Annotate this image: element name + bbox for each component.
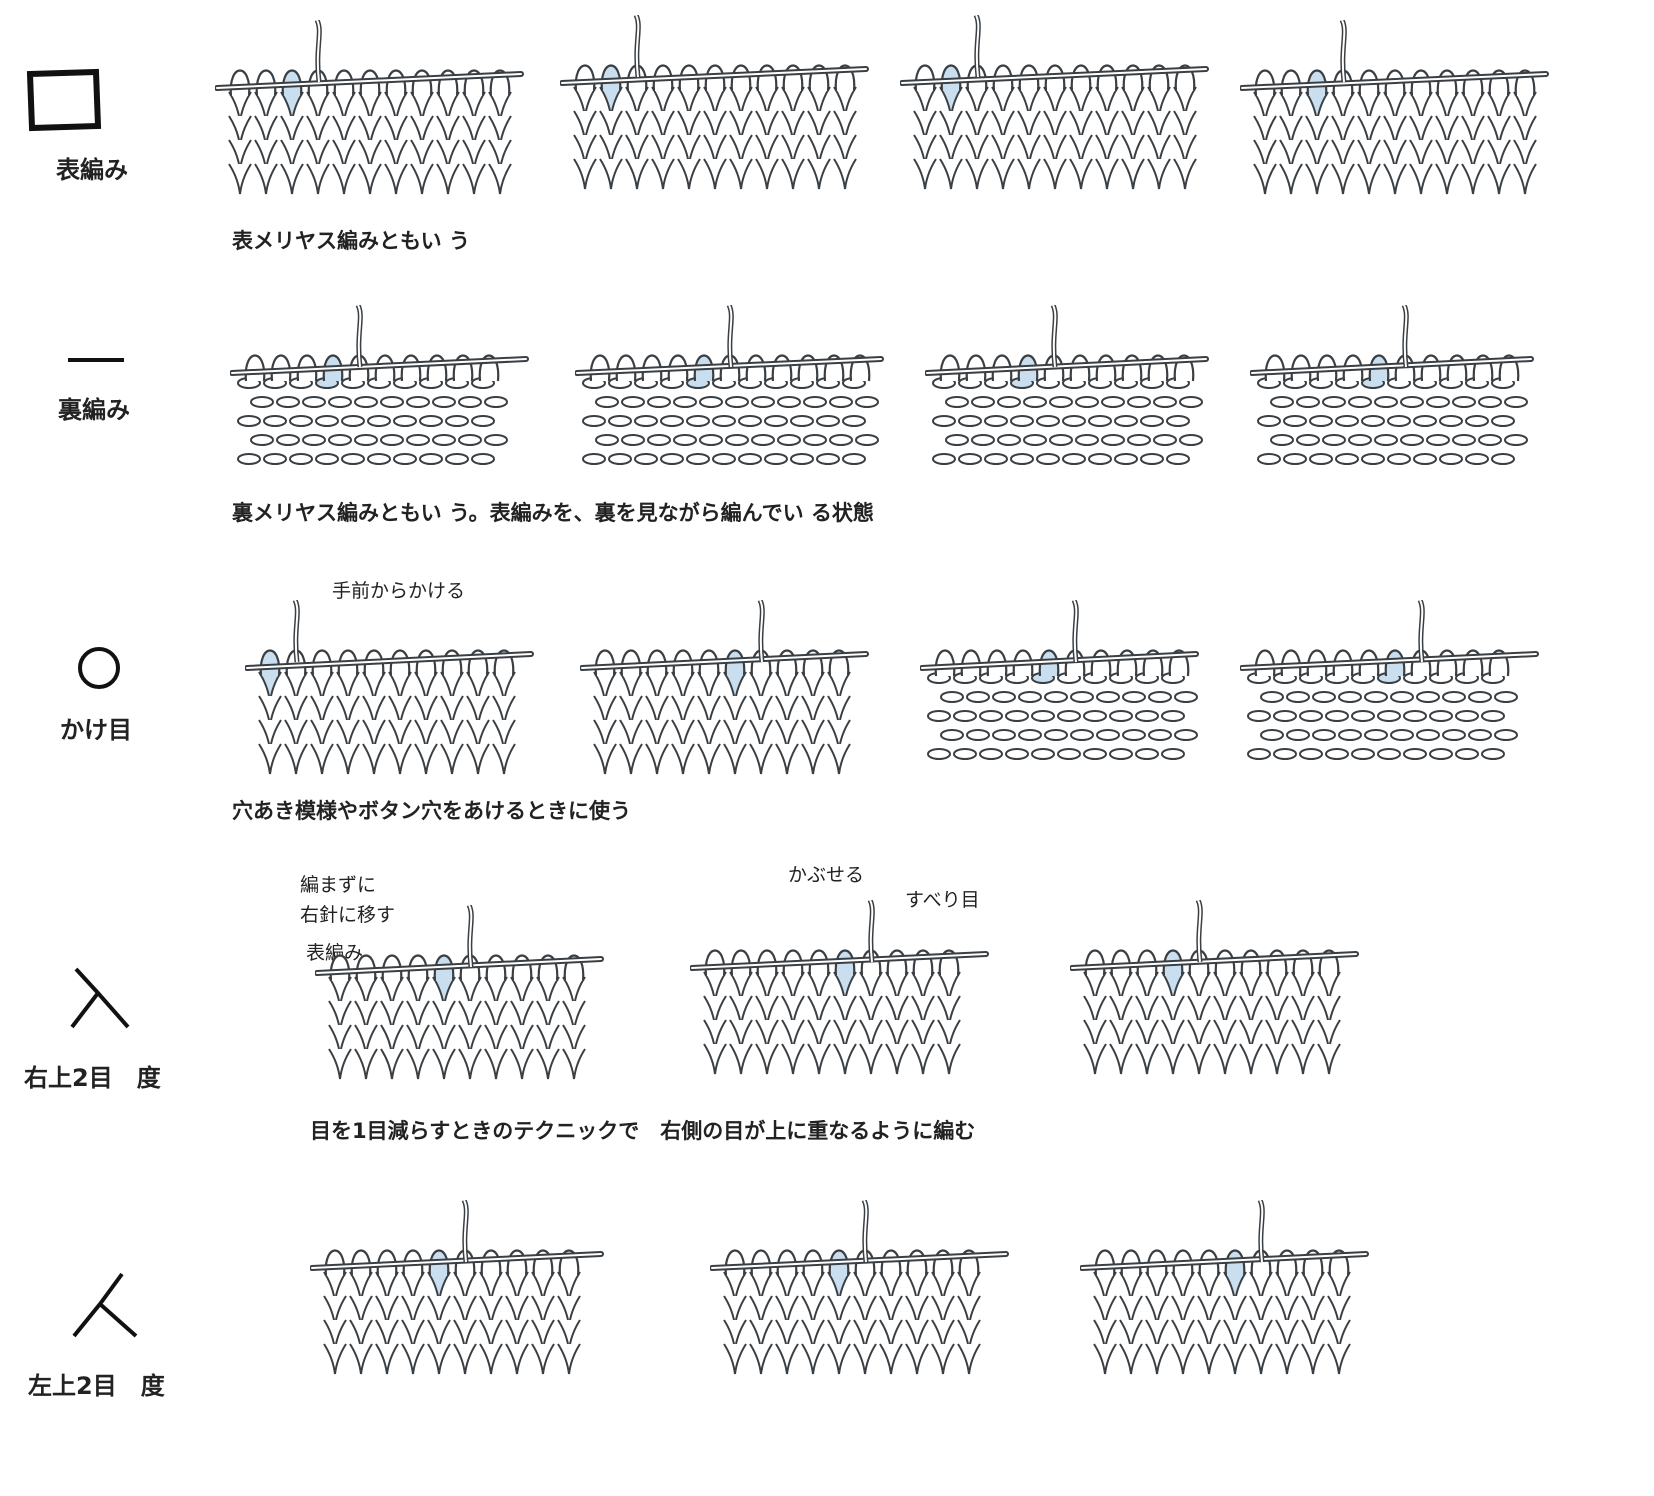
knit-stitch-square-icon	[26, 68, 102, 132]
swatch-illustration	[1250, 305, 1534, 465]
row-knit-stitch: 表編み 表メリヤス編みともい う	[0, 0, 1654, 260]
callout-label: 右針に移す	[300, 904, 396, 926]
swatch-illustration	[925, 305, 1209, 465]
diagram-panel	[1250, 305, 1535, 480]
row-left-over-decrease: 左上2目 度	[0, 1180, 1654, 1496]
swatch-illustration	[310, 1200, 604, 1375]
swatch-illustration	[1080, 1200, 1369, 1375]
symbol-name: かけ目	[60, 716, 132, 744]
diagram-panel	[1240, 600, 1540, 775]
callout-label: 表編み	[306, 942, 364, 964]
purl-stitch-dash-icon	[68, 355, 124, 365]
swatch-illustration	[580, 600, 869, 775]
callout-label: すべり目	[905, 889, 980, 911]
diagram-panel	[1240, 20, 1550, 195]
diagram-panel	[1070, 900, 1360, 1075]
yarn-over-circle-icon	[76, 645, 122, 691]
diagram-panel	[315, 905, 605, 1080]
symbol-name: 裏編み	[58, 396, 130, 424]
diagram-panel	[690, 900, 990, 1075]
swatch-illustration	[575, 305, 884, 465]
diagram-panel	[560, 15, 870, 190]
swatch-illustration	[315, 905, 604, 1080]
swatch-illustration	[690, 900, 989, 1075]
diagram-panel	[575, 305, 885, 480]
row-note: 穴あき模様やボタン穴をあけるときに使う	[232, 799, 631, 823]
diagram-panel	[245, 600, 535, 775]
symbol-name: 右上2目 度	[24, 1064, 161, 1092]
symbol-name: 表編み	[56, 156, 128, 184]
swatch-illustration	[900, 15, 1209, 190]
diagram-panel	[900, 15, 1210, 190]
row-note: 表メリヤス編みともい う	[232, 229, 470, 253]
row-purl-stitch: 裏編み 裏メリヤス編みともい う。表編みを、裏を見ながら編んでい る状態	[0, 280, 1654, 550]
diagram-panel	[230, 305, 530, 480]
swatch-illustration	[245, 600, 534, 775]
diagram-panel	[215, 20, 525, 195]
row-right-over-decrease: 右上2目 度 編まずに 右針に移す 表編み かぶせる すべり目 目を1目減らすと…	[0, 860, 1654, 1160]
swatch-illustration	[215, 20, 524, 195]
callout-label: 手前からかける	[332, 580, 466, 602]
diagram-panel	[710, 1200, 1010, 1375]
row-yarn-over: かけ目 手前からかける 穴あき模様やボタン穴をあけるときに使う	[0, 580, 1654, 870]
diagram-panel	[580, 600, 870, 775]
swatch-illustration	[710, 1200, 1009, 1375]
swatch-illustration	[1240, 20, 1549, 195]
row-note: 目を1目減らすときのテクニックで 右側の目が上に重なるように編む	[310, 1119, 976, 1143]
diagram-panel	[310, 1200, 605, 1375]
callout-label: かぶせる	[788, 864, 865, 886]
left-over-decrease-icon	[70, 1270, 140, 1340]
swatch-illustration	[1240, 600, 1539, 760]
diagram-panel	[1080, 1200, 1370, 1375]
row-note: 裏メリヤス編みともい う。表編みを、裏を見ながら編んでい る状態	[232, 501, 874, 525]
callout-label: 編まずに	[300, 874, 377, 896]
symbol-name: 左上2目 度	[28, 1372, 165, 1400]
swatch-illustration	[920, 600, 1199, 760]
swatch-illustration	[560, 15, 869, 190]
swatch-illustration	[230, 305, 529, 465]
swatch-illustration	[1070, 900, 1359, 1075]
right-over-decrease-icon	[68, 965, 132, 1031]
diagram-panel	[920, 600, 1200, 775]
diagram-panel	[925, 305, 1210, 480]
